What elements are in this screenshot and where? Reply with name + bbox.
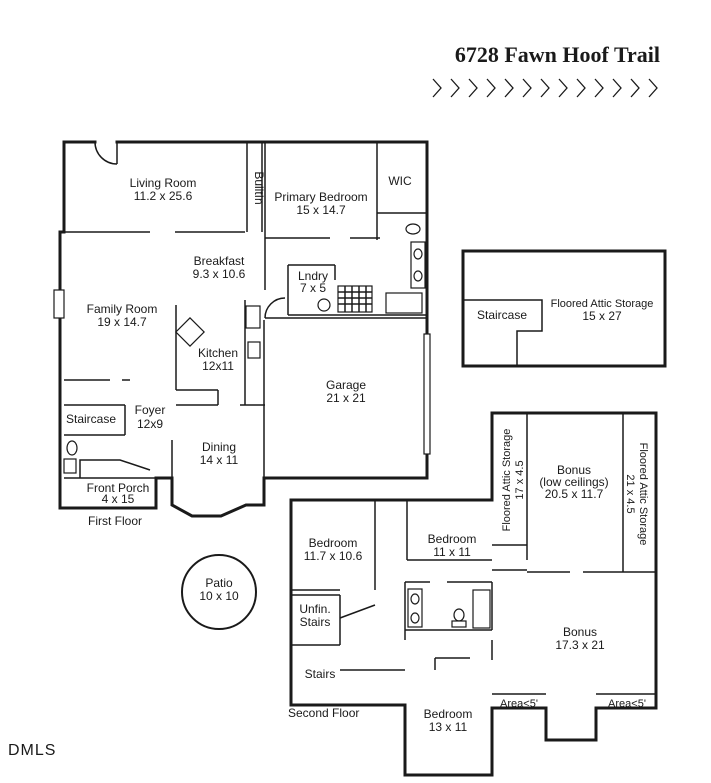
unfin-stairs-line2: Stairs [300,615,331,629]
attic-storage-left-name: Floored Attic Storage [501,429,513,532]
attic-plan: Staircase Floored Attic Storage 15 x 27 [461,249,667,368]
bedroom-c-name: Bedroom [424,707,473,721]
kitchen-dim: 12x11 [202,359,234,373]
fireplace-icon [53,289,65,319]
sink-icon [410,612,420,624]
washer-icon [317,298,331,312]
staircase-name: Staircase [66,412,116,426]
bedroom-a-dim: 11.7 x 10.6 [304,549,363,563]
bedroom-b-name: Bedroom [428,532,477,546]
powder-sink-icon [63,458,77,474]
foyer-name: Foyer [135,403,166,417]
bonus-name: Bonus [563,625,597,639]
dining-dim: 14 x 11 [200,453,239,467]
dmls-logo: DMLS [8,742,56,759]
bonus-low-dim: 20.5 x 11.7 [545,487,604,501]
garage-name: Garage [326,378,366,392]
wic-name: WIC [388,174,412,188]
area-left-name: Area<5' [500,698,538,710]
bonus-low-name: Bonus [557,463,591,477]
refrigerator-icon [245,305,261,329]
primary-bedroom-name: Primary Bedroom [274,190,367,204]
area-right-name: Area<5' [608,698,646,710]
toilet-icon [66,440,78,456]
floored-attic-dim: 15 x 27 [582,309,622,323]
family-room-name: Family Room [87,302,158,316]
sink-icon [410,593,420,605]
first-floor-plan: Living Room 11.2 x 25.6 BuiltIn Primary … [53,140,431,528]
shower-tile-icon [337,285,373,313]
toilet-tank-icon [451,620,467,628]
kitchen-name: Kitchen [198,346,238,360]
chevron-decoration-icon [432,78,658,98]
garage-dim: 21 x 21 [326,391,366,405]
sink-icon [413,270,423,282]
front-porch-name: Front Porch [87,481,150,495]
foyer-dim: 12x9 [137,417,163,431]
builtin-name: BuiltIn [252,171,266,204]
second-floor-label: Second Floor [288,706,359,720]
stove-icon [247,341,261,359]
living-room-dim: 11.2 x 25.6 [134,189,193,203]
attic-staircase-name: Staircase [477,308,527,322]
bedroom-c-dim: 13 x 11 [429,720,468,734]
bathtub-icon [472,589,491,629]
living-room-name: Living Room [130,176,197,190]
bathtub-icon [385,292,423,314]
primary-bedroom-dim: 15 x 14.7 [296,203,346,217]
patio-name: Patio [205,576,233,590]
stairs-name: Stairs [305,667,336,681]
bonus-low-note: (low ceilings) [539,475,608,489]
sink-icon [413,248,423,260]
toilet-icon [405,223,421,235]
patio: Patio 10 x 10 [181,554,257,630]
front-porch-dim: 4 x 15 [102,492,135,506]
bedroom-b-dim: 11 x 11 [433,545,471,559]
tile-pattern [338,286,372,312]
attic-storage-left-dim: 17 x 4.5 [514,460,526,499]
unfin-stairs-line1: Unfin. [299,602,330,616]
patio-dim: 10 x 10 [199,589,239,603]
first-floor-label: First Floor [88,514,142,528]
second-floor-plan: Floored Attic Storage 17 x 4.5 Bonus (lo… [288,411,658,777]
breakfast-name: Breakfast [194,254,245,268]
family-room-dim: 19 x 14.7 [97,315,147,329]
bedroom-a-name: Bedroom [309,536,358,550]
floored-attic-name: Floored Attic Storage [551,298,654,310]
property-title: 6728 Fawn Hoof Trail [455,42,660,67]
attic-storage-right-dim: 21 x 4.5 [624,474,636,513]
bonus-dim: 17.3 x 21 [555,638,605,652]
laundry-name: Lndry [298,269,328,283]
garage-door-icon [423,333,431,455]
kitchen-island-icon [175,317,205,347]
laundry-dim: 7 x 5 [300,281,326,295]
attic-storage-right-name: Floored Attic Storage [637,443,649,546]
breakfast-dim: 9.3 x 10.6 [193,267,246,281]
dining-name: Dining [202,440,236,454]
toilet-icon [453,608,465,622]
